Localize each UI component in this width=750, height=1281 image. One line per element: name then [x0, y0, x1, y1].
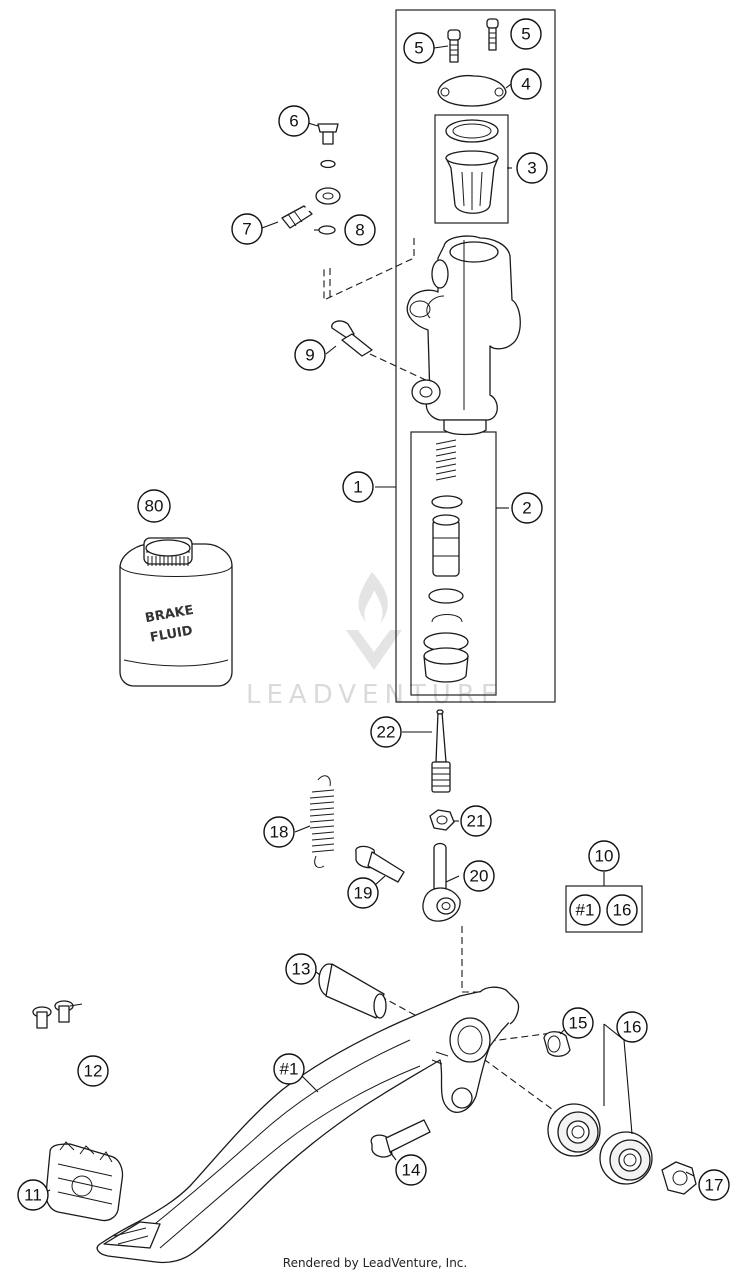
reservoir-seal-3: [445, 119, 499, 214]
callout-5-right-label: 5: [521, 25, 530, 44]
callout-8[interactable]: 8: [344, 214, 376, 246]
callout-13[interactable]: 13: [285, 953, 317, 985]
screws-12: [32, 1000, 74, 1029]
brake-fluid-bottle-80: BRAKE FLUID: [119, 537, 233, 687]
callout-12-label: 12: [84, 1062, 103, 1081]
callout-4-label: 4: [521, 75, 530, 94]
callout-20-label: 20: [470, 867, 489, 886]
callout-4[interactable]: 4: [510, 68, 542, 100]
guide-line-bolt-9: [369, 353, 431, 383]
callout-3-label: 3: [527, 159, 536, 178]
callout-21[interactable]: 21: [460, 805, 492, 837]
push-rod-22: [431, 709, 451, 793]
callout-pedal-ref-1[interactable]: #1: [273, 1053, 305, 1085]
callout-21-label: 21: [467, 812, 486, 831]
callout-18-label: 18: [270, 823, 289, 842]
callout-6[interactable]: 6: [278, 105, 310, 137]
callout-kit-ref-1-label: #1: [576, 901, 595, 920]
guide-line-top: [323, 238, 415, 301]
callout-kit-16-label: 16: [613, 901, 632, 920]
footer-credit: Rendered by LeadVenture, Inc.: [282, 1256, 468, 1270]
nut-21: [429, 809, 455, 831]
bolt-19: [355, 845, 405, 883]
screw-5-left: [447, 29, 461, 63]
bearing-16-a: [547, 1103, 601, 1157]
pedal-tip-11: [45, 1141, 124, 1222]
callout-5-left-label: 5: [414, 39, 423, 58]
callout-15-label: 15: [569, 1014, 588, 1033]
bearing-16-b: [599, 1131, 653, 1185]
callout-17[interactable]: 17: [698, 1169, 730, 1201]
callout-5-right[interactable]: 5: [510, 18, 542, 50]
bolt-9: [331, 320, 373, 357]
callout-kit-ref-1[interactable]: #1: [569, 894, 601, 926]
callout-14[interactable]: 14: [395, 1154, 427, 1186]
screw-5-right: [486, 18, 499, 51]
nut-17: [661, 1161, 697, 1195]
assembly-1-frame: [395, 9, 556, 703]
callout-7[interactable]: 7: [231, 213, 263, 245]
callout-20[interactable]: 20: [463, 860, 495, 892]
callout-10-label: 10: [595, 847, 614, 866]
callout-12[interactable]: 12: [77, 1055, 109, 1087]
brake-pedal-main: [96, 986, 520, 1264]
return-spring-18: [309, 775, 335, 869]
kit-10-frame: [565, 885, 643, 933]
callout-16-label: 16: [623, 1018, 642, 1037]
callout-16[interactable]: 16: [616, 1011, 648, 1043]
guide-line-clevis: [461, 926, 496, 993]
callout-10[interactable]: 10: [588, 840, 620, 872]
callout-6-label: 6: [289, 112, 298, 131]
callout-22[interactable]: 22: [370, 716, 402, 748]
callout-14-label: 14: [402, 1161, 421, 1180]
callout-11-label: 11: [24, 1186, 42, 1205]
clevis-20: [422, 842, 461, 922]
washer-8: [318, 225, 336, 235]
callout-3[interactable]: 3: [516, 152, 548, 184]
bottle-label-line2: FLUID: [149, 623, 194, 645]
callout-19[interactable]: 19: [347, 877, 379, 909]
callout-17-label: 17: [705, 1176, 724, 1195]
callout-2-label: 2: [522, 499, 531, 518]
callout-80-label: 80: [145, 497, 164, 516]
pivot-shaft-13: [318, 963, 387, 1019]
bushing-15: [543, 1031, 571, 1057]
guide-line-bearing: [465, 1045, 557, 1113]
callout-5-left[interactable]: 5: [403, 32, 435, 64]
callout-7-label: 7: [242, 220, 251, 239]
callout-pedal-ref-1-label: #1: [280, 1060, 299, 1079]
callout-9[interactable]: 9: [294, 339, 326, 371]
callout-22-label: 22: [377, 723, 396, 742]
callout-80[interactable]: 80: [137, 489, 171, 523]
callout-13-label: 13: [292, 960, 311, 979]
callout-11[interactable]: 11: [17, 1179, 49, 1211]
callout-18[interactable]: 18: [263, 816, 295, 848]
banjo-bolt-6: [317, 123, 339, 169]
callout-2[interactable]: 2: [511, 492, 543, 524]
callout-19-label: 19: [354, 884, 373, 903]
callout-1-label: 1: [353, 478, 362, 497]
callout-8-label: 8: [355, 221, 364, 240]
callout-9-label: 9: [305, 346, 314, 365]
callout-1[interactable]: 1: [342, 471, 374, 503]
callout-15[interactable]: 15: [562, 1007, 594, 1039]
assembly-3-frame: [434, 114, 509, 224]
brake-hose-7: [231, 187, 341, 289]
bolt-14: [370, 1119, 431, 1158]
reservoir-cover-4: [437, 74, 507, 107]
piston-kit-2: [423, 439, 469, 683]
master-cylinder-body: [406, 235, 521, 436]
callout-kit-16[interactable]: 16: [606, 894, 638, 926]
